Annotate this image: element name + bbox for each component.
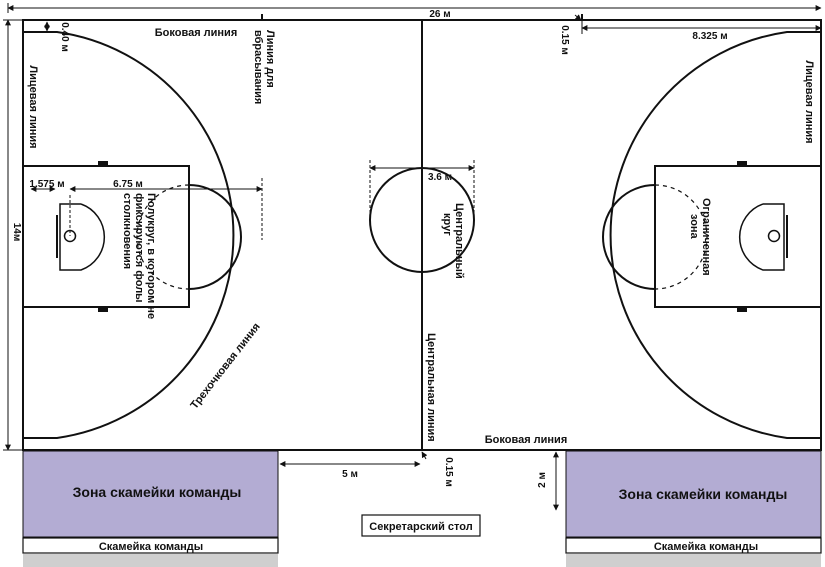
bench-shadow-right (566, 554, 821, 567)
basket-ring-right (767, 229, 781, 243)
bench-shadow-left (23, 554, 278, 567)
label-restricted-area: Ограниченная зона (688, 198, 712, 279)
dim-sideline-gap: 0.40 м (59, 22, 70, 52)
restricted-area-right (654, 165, 822, 308)
bench-areas (22, 450, 822, 567)
three-point-line-right (609, 31, 821, 439)
label-scorer-table: Секретарский стол (369, 521, 472, 533)
bench-left (22, 537, 279, 554)
label-endline-left: Лицевая линия (27, 65, 39, 148)
dimension-lines (3, 3, 822, 511)
label-three-point-line: Трехочковая линия (188, 321, 262, 412)
bench-zone-right (565, 450, 822, 538)
free-throw-semicircle-right (602, 184, 656, 290)
label-throw-in-line: Линия для вбрасывания (252, 30, 276, 104)
label-center-line: Центральная линия (425, 333, 437, 442)
label-bench-left: Скамейка команды (99, 541, 203, 553)
dim-bench-distance: 5 м (342, 469, 358, 480)
no-charge-semicircle-right (738, 203, 785, 271)
label-no-charge-semicircle: Полукруг, в котором не фиксируются фолы … (121, 193, 157, 322)
dim-gap-bottom: 0.15 м (443, 457, 454, 487)
label-center-circle: Центральный круг (441, 203, 465, 282)
three-point-line-left (23, 31, 235, 439)
label-sideline-bottom: Боковая линия (485, 434, 568, 446)
bench-right (565, 537, 822, 554)
bench-zone-left (22, 450, 279, 538)
dim-length: 26 м (429, 9, 450, 20)
dim-gap-top: 0.15 м (559, 25, 570, 55)
dim-circle-diameter: 3.6 м (428, 172, 452, 183)
lane-marks (98, 161, 747, 312)
free-throw-semicircle-right-dashed (654, 184, 708, 290)
dim-three-point-radius: 6.75 м (113, 179, 143, 190)
no-charge-semicircle-left (59, 203, 106, 271)
label-bench-zone-right: Зона скамейки команды (619, 486, 788, 502)
label-sideline-top: Боковая линия (155, 27, 238, 39)
label-bench-right: Скамейка команды (654, 541, 758, 553)
dim-three-point-distance: 8.325 м (692, 31, 727, 42)
label-endline-right: Лицевая линия (803, 60, 815, 143)
scorer-table (361, 514, 481, 537)
dim-lane-offset: 1.575 м (29, 179, 64, 190)
free-throw-semicircle-left-dashed (136, 184, 190, 290)
dim-width: 14м (11, 223, 22, 242)
dim-bench-depth: 2 м (537, 472, 548, 488)
label-bench-zone-left: Зона скамейки команды (73, 484, 242, 500)
